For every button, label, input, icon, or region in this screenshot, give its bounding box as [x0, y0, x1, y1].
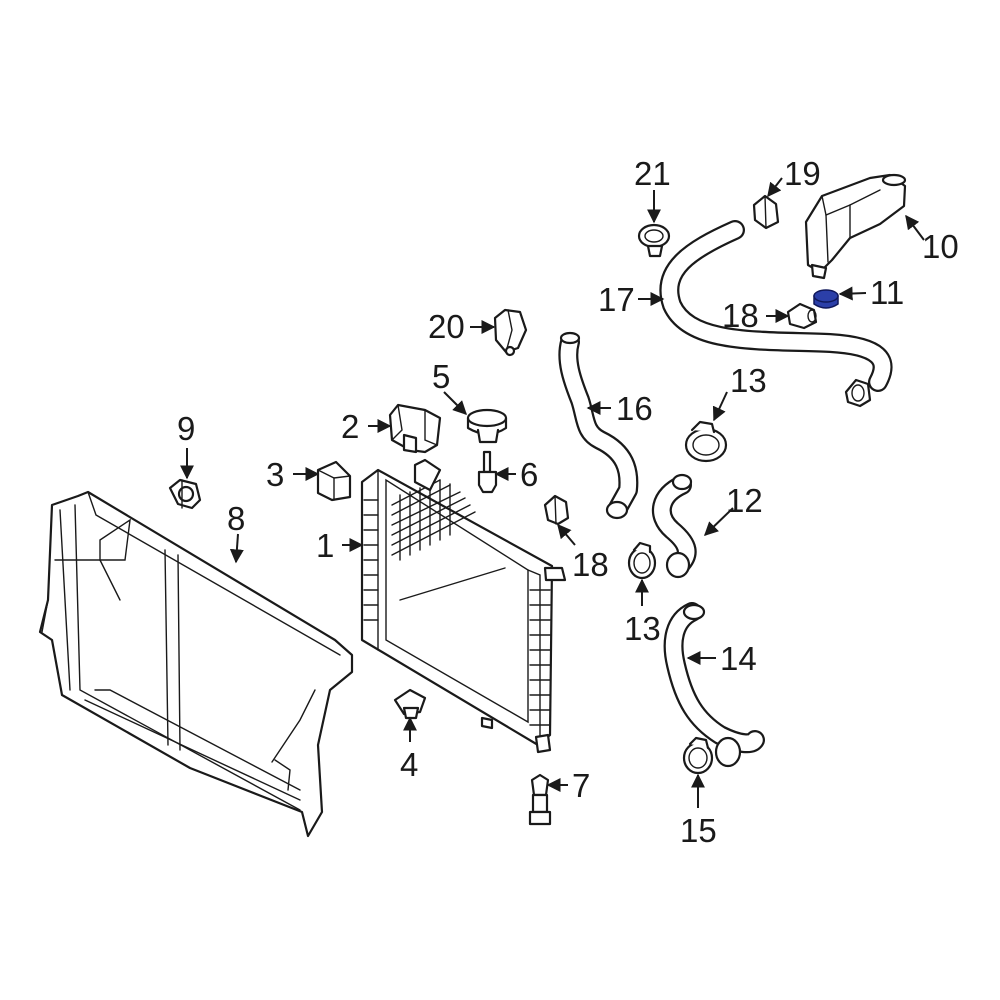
leader-11	[838, 286, 867, 301]
callout-14: 14	[720, 640, 757, 677]
lower-mount	[393, 688, 427, 720]
radiator-support-frame	[38, 490, 354, 838]
callout-15: 15	[680, 812, 717, 849]
callout-4: 4	[400, 746, 418, 783]
callout-8: 8	[227, 500, 245, 537]
radiator	[360, 458, 567, 754]
drain-plug	[528, 773, 552, 826]
hose-clamp-17-end	[844, 378, 872, 408]
callout-18-lower: 18	[572, 546, 609, 583]
leader-19	[767, 177, 783, 198]
callout-13-lower: 13	[624, 610, 661, 647]
callout-1: 1	[316, 527, 334, 564]
callout-17: 17	[598, 281, 635, 318]
coolant-hose-12	[651, 473, 697, 579]
radiator-cap	[466, 408, 508, 444]
leader-13a	[712, 391, 728, 422]
callout-2: 2	[341, 408, 359, 445]
lower-radiator-hose	[663, 602, 765, 768]
leader-8	[229, 533, 244, 564]
hose-connector-18-lower	[543, 494, 570, 526]
callout-20: 20	[428, 308, 465, 345]
hose-clamp-13-upper	[684, 420, 728, 463]
hose-connector-19	[752, 194, 780, 230]
retaining-clip	[168, 478, 202, 510]
upper-radiator-hose	[558, 331, 639, 520]
callout-5: 5	[432, 358, 450, 395]
radiator-fins	[363, 479, 551, 726]
callout-18-upper: 18	[722, 297, 759, 334]
callout-9: 9	[177, 410, 195, 447]
callout-7: 7	[572, 767, 590, 804]
hose-connector-18-upper	[786, 302, 818, 330]
temperature-sensor	[477, 450, 498, 494]
callout-16: 16	[616, 390, 653, 427]
callout-labels: 1 2 3 4 5 6 7 8 9 10 11 12 13 13 14 15 1…	[177, 155, 959, 849]
leader-lines	[180, 177, 925, 808]
hose-clamp-13-lower	[627, 541, 657, 580]
leader-12	[703, 507, 734, 536]
leader-18b	[557, 523, 576, 546]
rubber-mount	[316, 460, 352, 502]
expansion-tank-cap	[813, 289, 839, 309]
callout-21: 21	[634, 155, 671, 192]
mount-bracket	[388, 403, 442, 454]
coolant-hose-17	[659, 220, 893, 392]
hose-clamp-21	[637, 223, 671, 258]
hose-clamp-15	[682, 736, 714, 775]
callout-10: 10	[922, 228, 959, 265]
leader-5	[443, 391, 467, 415]
callout-6: 6	[520, 456, 538, 493]
callout-19: 19	[784, 155, 821, 192]
callout-11: 11	[870, 274, 904, 311]
callout-13-upper: 13	[730, 362, 767, 399]
bracket-clip-20	[493, 308, 528, 357]
expansion-tank	[804, 173, 907, 280]
callout-12: 12	[726, 482, 763, 519]
callout-3: 3	[266, 456, 284, 493]
leader-10	[905, 214, 925, 241]
